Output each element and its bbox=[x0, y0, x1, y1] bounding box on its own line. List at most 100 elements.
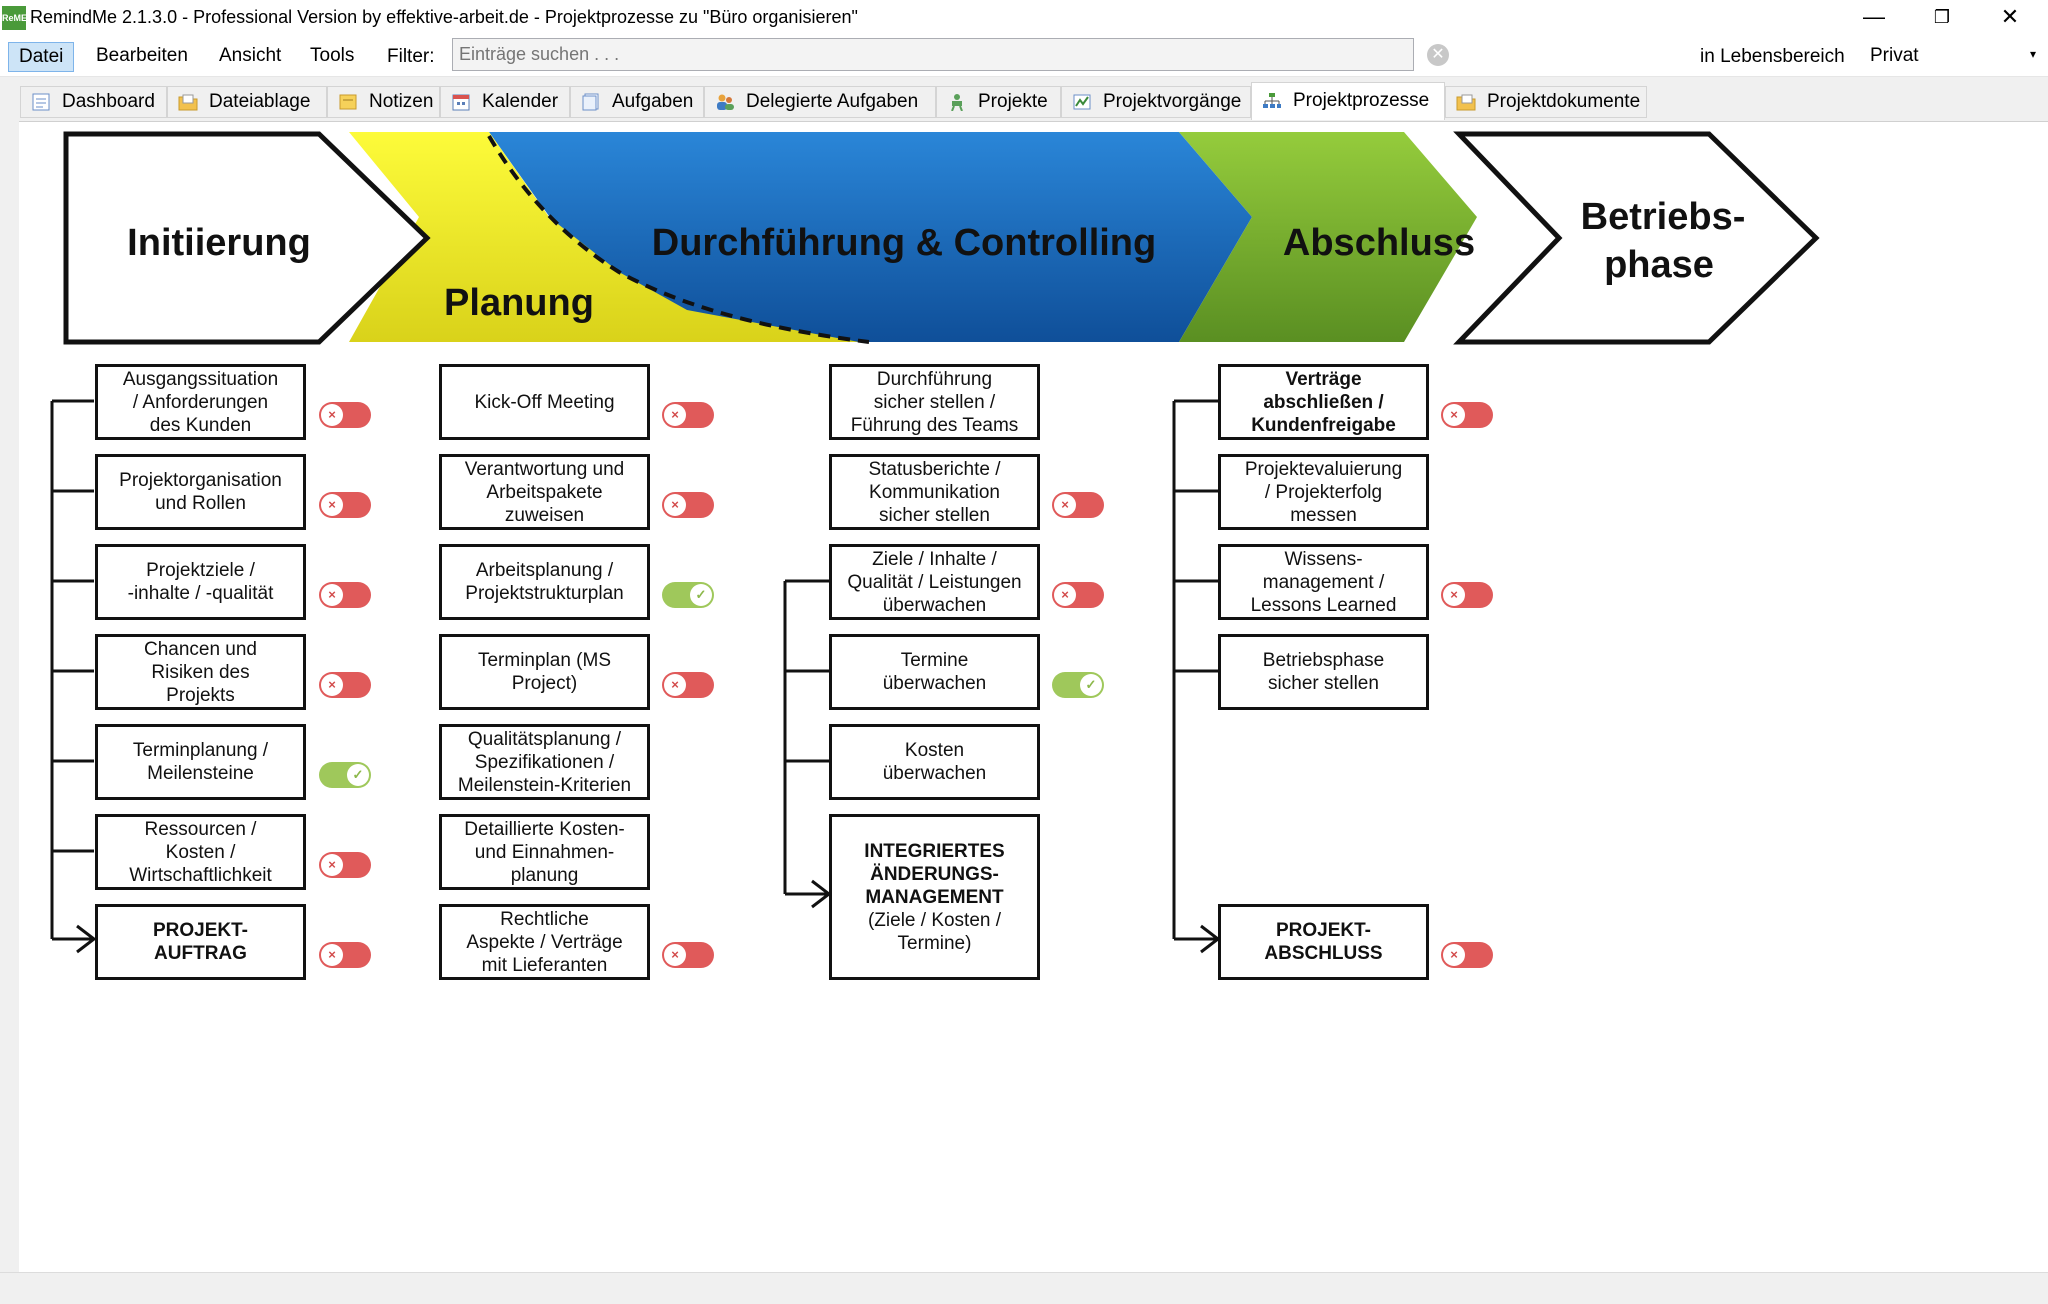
step-box[interactable]: Verantwortung und Arbeitspakete zuweisen bbox=[439, 454, 650, 530]
step-box[interactable]: Ausgangssituation / Anforderungen des Ku… bbox=[95, 364, 306, 440]
tab-projektdokumente[interactable]: Projektdokumente bbox=[1445, 86, 1647, 118]
initiierung-connectors bbox=[50, 399, 97, 954]
step-box[interactable]: Detaillierte Kosten- und Einnahmen- plan… bbox=[439, 814, 650, 890]
status-toggle-off[interactable]: × bbox=[319, 672, 371, 698]
tab-kalender[interactable]: Kalender bbox=[440, 86, 570, 118]
status-toggle-off[interactable]: × bbox=[1441, 942, 1493, 968]
step-box-projektauftrag[interactable]: PROJEKT- AUFTRAG bbox=[95, 904, 306, 980]
status-toggle-off[interactable]: × bbox=[662, 402, 714, 428]
status-toggle-off[interactable]: × bbox=[662, 672, 714, 698]
phase-planung-arrow bbox=[349, 132, 859, 342]
menu-tools[interactable]: Tools bbox=[310, 45, 355, 66]
status-toggle-off[interactable]: × bbox=[1052, 492, 1104, 518]
tab-dashboard[interactable]: Dashboard bbox=[20, 86, 167, 118]
step-box[interactable]: Termine überwachen bbox=[829, 634, 1040, 710]
close-icon: × bbox=[1443, 584, 1465, 606]
status-toggle-off[interactable]: × bbox=[1441, 582, 1493, 608]
step-box[interactable]: Projektorganisation und Rollen bbox=[95, 454, 306, 530]
step-box[interactable]: Ziele / Inhalte / Qualität / Leistungen … bbox=[829, 544, 1040, 620]
clear-search-icon[interactable]: ✕ bbox=[1427, 44, 1449, 66]
dashboard-icon bbox=[32, 93, 50, 111]
status-toggle-on[interactable]: ✓ bbox=[662, 582, 714, 608]
close-icon: × bbox=[1443, 944, 1465, 966]
status-toggle-off[interactable]: × bbox=[319, 492, 371, 518]
status-toggle-off[interactable]: × bbox=[662, 942, 714, 968]
check-icon: ✓ bbox=[347, 764, 369, 786]
tab-dateiablage[interactable]: Dateiablage bbox=[167, 86, 327, 118]
tab-label: Dashboard bbox=[62, 91, 155, 112]
chevron-down-icon[interactable]: ▾ bbox=[2030, 47, 2037, 61]
durchfuehrung-connectors bbox=[783, 579, 832, 909]
close-icon: × bbox=[321, 584, 343, 606]
tab-bar: Dashboard Dateiablage Notizen Kalender A… bbox=[0, 80, 2048, 122]
tab-label: Projektvorgänge bbox=[1103, 91, 1242, 112]
menu-ansicht[interactable]: Ansicht bbox=[219, 45, 282, 66]
phase-betrieb-label-line2: phase bbox=[1604, 244, 1714, 286]
status-toggle-on[interactable]: ✓ bbox=[1052, 672, 1104, 698]
step-box-aenderungsmanagement[interactable]: INTEGRIERTES ÄNDERUNGS- MANAGEMENT (Ziel… bbox=[829, 814, 1040, 980]
step-box[interactable]: Projektevaluierung / Projekterfolg messe… bbox=[1218, 454, 1429, 530]
tasks-icon bbox=[582, 93, 599, 111]
step-box[interactable]: Kick-Off Meeting bbox=[439, 364, 650, 440]
phase-betrieb-arrow bbox=[1453, 131, 1820, 345]
step-box[interactable]: Arbeitsplanung / Projektstrukturplan bbox=[439, 544, 650, 620]
folder-icon bbox=[178, 94, 198, 111]
tab-projekte[interactable]: Projekte bbox=[936, 86, 1061, 118]
tab-aufgaben[interactable]: Aufgaben bbox=[570, 86, 704, 118]
step-box[interactable]: Rechtliche Aspekte / Verträge mit Liefer… bbox=[439, 904, 650, 980]
step-box-projektabschluss[interactable]: PROJEKT- ABSCHLUSS bbox=[1218, 904, 1429, 980]
tab-notizen[interactable]: Notizen bbox=[327, 86, 440, 118]
status-toggle-off[interactable]: × bbox=[319, 582, 371, 608]
tab-label: Aufgaben bbox=[612, 91, 694, 112]
step-box-vertraege[interactable]: Verträge abschließen / Kundenfreigabe bbox=[1218, 364, 1429, 440]
close-icon: × bbox=[321, 944, 343, 966]
project-steps-icon bbox=[1073, 94, 1091, 110]
tab-projektvorgaenge[interactable]: Projektvorgänge bbox=[1061, 86, 1251, 118]
process-diagram-panel: Initiierung Planung Durchführung & Contr… bbox=[19, 121, 2048, 1272]
step-box[interactable]: Durchführung sicher stellen / Führung de… bbox=[829, 364, 1040, 440]
menu-datei[interactable]: Datei bbox=[8, 42, 75, 72]
step-box[interactable]: Betriebsphase sicher stellen bbox=[1218, 634, 1429, 710]
close-icon: × bbox=[321, 404, 343, 426]
close-icon: × bbox=[321, 854, 343, 876]
step-box[interactable]: Wissens- management / Lessons Learned bbox=[1218, 544, 1429, 620]
status-toggle-off[interactable]: × bbox=[319, 402, 371, 428]
status-toggle-off[interactable]: × bbox=[1441, 402, 1493, 428]
phase-abschluss-arrow bbox=[1179, 132, 1477, 342]
phase-betrieb-label-line1: Betriebs- bbox=[1581, 196, 1746, 238]
step-box[interactable]: Qualitätsplanung / Spezifikationen / Mei… bbox=[439, 724, 650, 800]
menu-bearbeiten[interactable]: Bearbeiten bbox=[96, 45, 188, 66]
phase-durchfuehrung-arrow bbox=[489, 132, 1252, 342]
projects-icon bbox=[951, 94, 963, 111]
status-toggle-on[interactable]: ✓ bbox=[319, 762, 371, 788]
status-toggle-off[interactable]: × bbox=[319, 852, 371, 878]
step-box[interactable]: Terminplanung / Meilensteine bbox=[95, 724, 306, 800]
tab-delegierte-aufgaben[interactable]: Delegierte Aufgaben bbox=[704, 86, 936, 118]
search-input[interactable] bbox=[452, 38, 1414, 71]
step-box[interactable]: Statusberichte / Kommunikation sicher st… bbox=[829, 454, 1040, 530]
close-icon: × bbox=[664, 494, 686, 516]
status-toggle-off[interactable]: × bbox=[662, 492, 714, 518]
planung-boundary-line bbox=[487, 134, 870, 344]
notes-icon bbox=[339, 94, 357, 110]
step-title: INTEGRIERTES ÄNDERUNGS- MANAGEMENT bbox=[864, 840, 1005, 908]
status-toggle-off[interactable]: × bbox=[1052, 582, 1104, 608]
phase-initiierung-arrow bbox=[63, 131, 431, 345]
step-box[interactable]: Terminplan (MS Project) bbox=[439, 634, 650, 710]
tab-projektprozesse[interactable]: Projektprozesse bbox=[1251, 82, 1445, 120]
step-box[interactable]: Projektziele / -inhalte / -qualität bbox=[95, 544, 306, 620]
window-title: RemindMe 2.1.3.0 - Professional Version … bbox=[30, 7, 858, 27]
title-bar: ReME RemindMe 2.1.3.0 - Professional Ver… bbox=[0, 0, 2048, 36]
area-select[interactable]: Privat bbox=[1870, 45, 1919, 66]
close-button[interactable]: ✕ bbox=[2000, 4, 2020, 29]
status-toggle-off[interactable]: × bbox=[319, 942, 371, 968]
minimize-button[interactable]: — bbox=[1863, 4, 1885, 29]
phase-initiierung-label: Initiierung bbox=[127, 222, 311, 264]
tab-label: Notizen bbox=[369, 91, 434, 112]
step-box[interactable]: Ressourcen / Kosten / Wirtschaftlichkeit bbox=[95, 814, 306, 890]
step-box[interactable]: Chancen und Risiken des Projekts bbox=[95, 634, 306, 710]
restore-button[interactable]: ❐ bbox=[1933, 7, 1951, 27]
step-subtitle: (Ziele / Kosten / Termine) bbox=[867, 909, 1002, 954]
check-icon: ✓ bbox=[690, 584, 712, 606]
step-box[interactable]: Kosten überwachen bbox=[829, 724, 1040, 800]
